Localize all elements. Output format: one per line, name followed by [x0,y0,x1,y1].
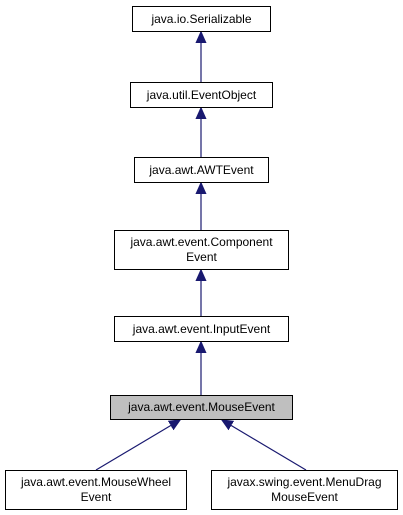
node-mouse-wheel-event-label-line1: java.awt.event.MouseWheel [20,475,172,489]
node-serializable[interactable]: java.io.Serializable [132,6,271,32]
node-menu-drag-mouse-event-label-line1: javax.swing.event.MenuDrag [227,475,382,489]
node-component-event[interactable]: java.awt.event.Component Event [114,230,289,270]
node-input-event[interactable]: java.awt.event.InputEvent [114,316,289,342]
node-menu-drag-mouse-event[interactable]: javax.swing.event.MenuDrag MouseEvent [211,470,398,510]
node-component-event-label-line2: Event [186,250,217,264]
node-event-object[interactable]: java.util.EventObject [130,82,273,108]
edge-menudragmouseevent-to-mouseevent [222,420,307,471]
node-event-object-label: java.util.EventObject [146,87,257,102]
node-mouse-event-label: java.awt.event.MouseEvent [128,400,275,414]
node-awt-event-label: java.awt.AWTEvent [149,162,254,177]
node-menu-drag-mouse-event-label-line2: MouseEvent [271,490,338,504]
node-mouse-wheel-event-label-line2: Event [80,490,112,504]
edge-mousewheelevent-to-mouseevent [95,420,180,471]
node-mouse-wheel-event[interactable]: java.awt.event.MouseWheel Event [5,470,187,510]
node-input-event-label: java.awt.event.InputEvent [132,321,271,336]
node-mouse-event: java.awt.event.MouseEvent [110,395,293,420]
node-awt-event[interactable]: java.awt.AWTEvent [134,157,269,183]
node-component-event-label-line1: java.awt.event.Component [130,235,273,249]
node-serializable-label: java.io.Serializable [151,11,252,26]
